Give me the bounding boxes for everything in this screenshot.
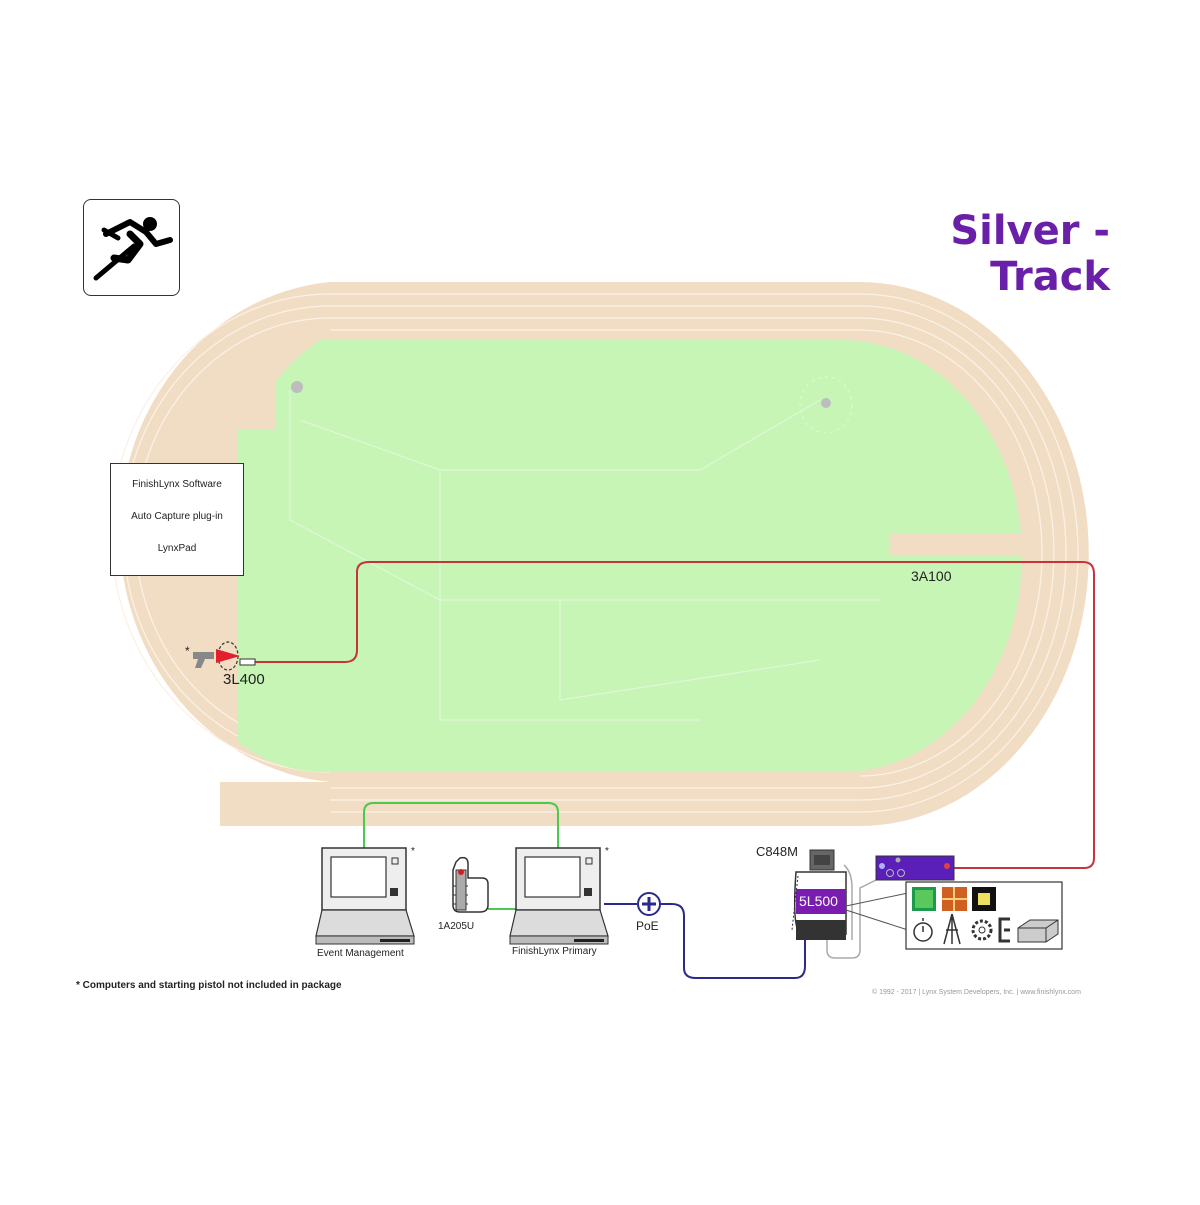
diagram-title: Silver - Track (950, 208, 1110, 300)
thumbs-up-hand-icon (452, 856, 489, 913)
cable-label: 3A100 (911, 568, 952, 584)
throwing-circle-left (291, 381, 303, 393)
start-sensor-label: 3L400 (223, 671, 265, 688)
junction-box-icon (875, 855, 955, 881)
blue-cable (604, 903, 806, 979)
copyright: © 1992 - 2017 | Lynx System Developers, … (872, 989, 1081, 996)
field-markings (289, 376, 880, 721)
pistol-asterisk: * (185, 644, 190, 658)
running-track (110, 282, 1089, 826)
infield (238, 340, 1022, 772)
stopwatch-icon (913, 922, 933, 942)
clamp-icon (998, 917, 1010, 943)
grey-cable (826, 879, 877, 959)
laptop-asterisk: * (411, 846, 415, 857)
software-line: Auto Capture plug-in (131, 511, 223, 522)
runner-logo (83, 199, 180, 296)
red-cable (255, 561, 1095, 869)
laptop-icon (509, 847, 609, 945)
tripod-icon (943, 913, 961, 945)
poe-injector-icon (637, 892, 661, 916)
laptop-icon (315, 847, 415, 945)
camera-model-label: C848M (756, 844, 798, 859)
usb-hand-label: 1A205U (438, 921, 475, 932)
runway-strip (890, 534, 1025, 556)
throwing-circle-right (821, 398, 831, 408)
accessories-panel (905, 881, 1063, 950)
finishlynx-primary-label: FinishLynx Primary (512, 946, 597, 957)
grey-cable-2 (843, 864, 853, 940)
poe-label: PoE (636, 919, 659, 933)
green-cable (363, 802, 559, 848)
starting-pistol-icon (193, 641, 256, 671)
software-box: FinishLynx Software Auto Capture plug-in… (110, 463, 244, 576)
camera-body-label: 5L500 (799, 893, 838, 909)
gear-icon (971, 919, 993, 941)
software-line: FinishLynx Software (132, 479, 222, 490)
software-line: LynxPad (157, 543, 197, 554)
event-management-label: Event Management (317, 948, 404, 959)
case-icon (1017, 919, 1059, 943)
runner-icon (93, 217, 173, 281)
photofinish-camera-icon (791, 849, 909, 940)
laptop-asterisk: * (605, 846, 609, 857)
footnote: * Computers and starting pistol not incl… (76, 980, 342, 991)
